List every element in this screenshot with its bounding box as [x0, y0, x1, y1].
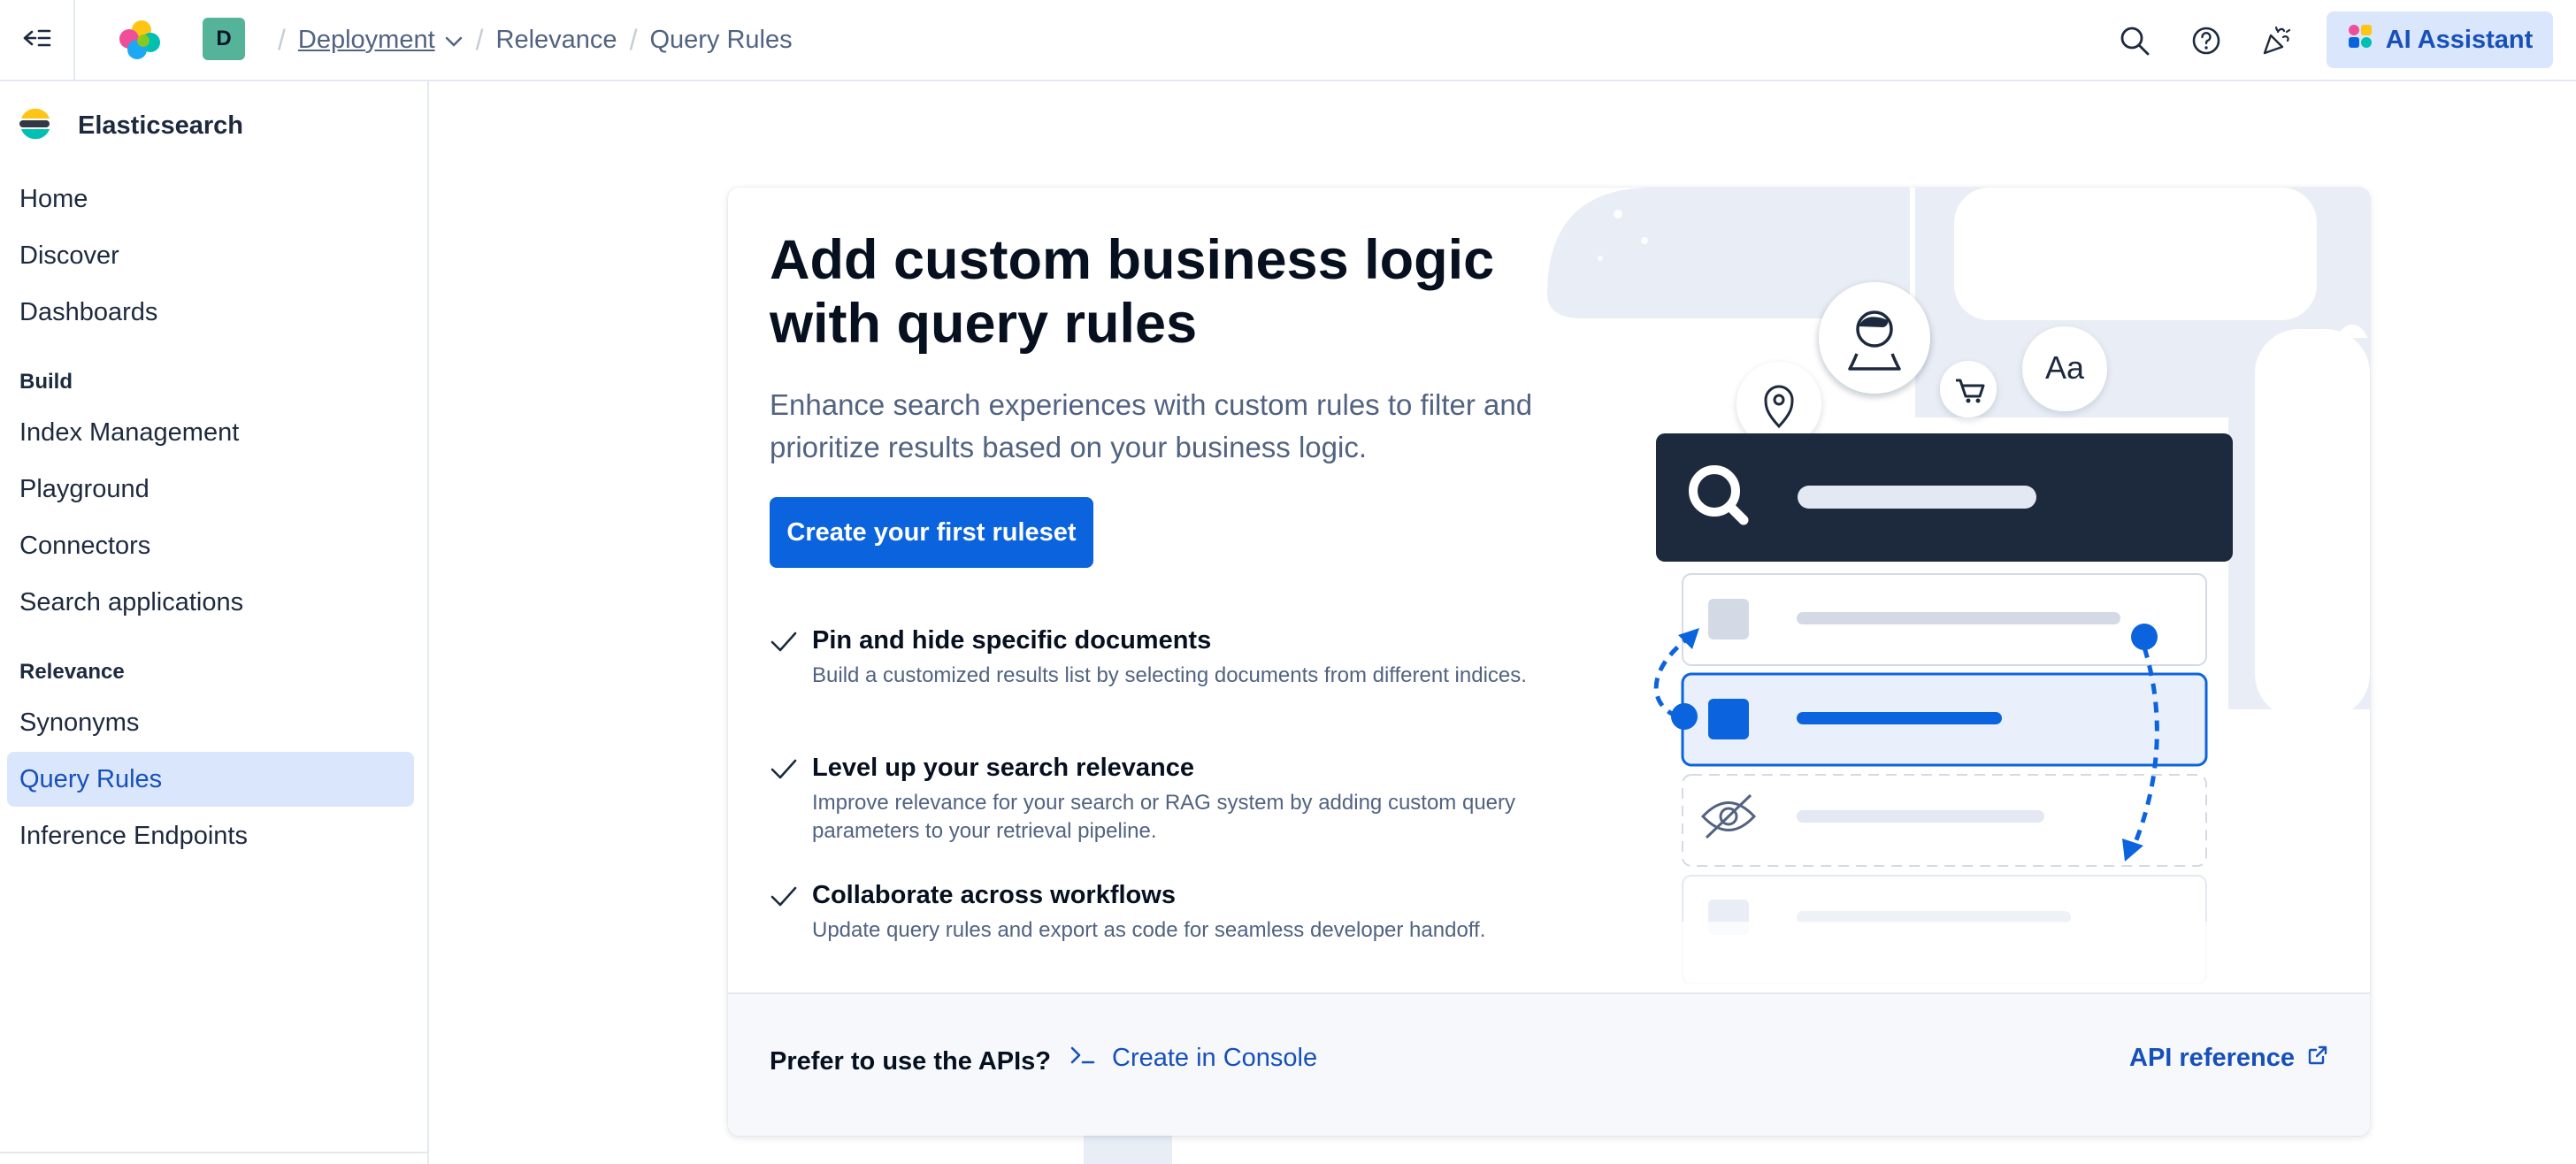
empty-state-card: Add custom business logic with query rul…: [728, 188, 2370, 1136]
breadcrumb-query-rules: Query Rules: [649, 25, 793, 54]
sidebar-item-connectors[interactable]: Connectors: [19, 531, 151, 560]
create-ruleset-button[interactable]: Create your first ruleset: [770, 497, 1093, 568]
ai-assistant-button[interactable]: AI Assistant: [2327, 11, 2553, 68]
sidebar-brand-name: Elasticsearch: [78, 111, 244, 140]
top-header: D / Deployment / Relevance / Query Rules…: [0, 0, 2576, 81]
sidebar-item-playground[interactable]: Playground: [19, 474, 150, 503]
sidebar-section-build: Build: [19, 370, 73, 394]
api-footer: Prefer to use the APIs? Create in Consol…: [728, 992, 2370, 1136]
check-icon: [770, 884, 798, 914]
check-icon: [770, 630, 798, 659]
side-nav: Elasticsearch Home Discover Dashboards B…: [0, 81, 429, 1164]
feature-description: Build a customized results list by selec…: [812, 663, 1527, 687]
console-icon: [1070, 1044, 1096, 1073]
elastic-logo-icon[interactable]: [115, 18, 165, 62]
create-in-console-link[interactable]: Create in Console: [1070, 1044, 1317, 1073]
breadcrumb-relevance[interactable]: Relevance: [495, 25, 617, 54]
breadcrumb-separator: /: [278, 23, 286, 56]
elasticsearch-logo-icon: [18, 106, 53, 146]
sidebar-item-dashboards[interactable]: Dashboards: [19, 297, 158, 326]
sidebar-divider: [0, 1152, 427, 1164]
page-subtitle: Enhance search experiences with custom r…: [770, 388, 1533, 463]
breadcrumb-separator: /: [629, 23, 638, 56]
feature-title: Pin and hide specific documents: [812, 626, 1212, 655]
sidebar-item-search-applications[interactable]: Search applications: [19, 587, 244, 616]
check-icon: [770, 757, 798, 786]
api-reference-label: API reference: [2129, 1044, 2295, 1072]
api-footer-label: Prefer to use the APIs?: [770, 1047, 1052, 1076]
breadcrumb-deployment[interactable]: Deployment: [297, 25, 435, 54]
sidebar-brand[interactable]: Elasticsearch: [18, 106, 243, 146]
feature-description: Improve relevance for your search or RAG…: [812, 791, 1515, 843]
sidebar-item-query-rules[interactable]: Query Rules: [7, 752, 414, 807]
feature-title: Level up your search relevance: [812, 754, 1194, 782]
breadcrumb: / Deployment / Relevance / Query Rules: [265, 0, 793, 80]
search-icon[interactable]: [2114, 20, 2155, 61]
help-icon[interactable]: [2186, 20, 2227, 61]
ai-assistant-label: AI Assistant: [2385, 25, 2534, 54]
breadcrumb-separator: /: [475, 23, 484, 56]
query-rules-illustration: Aa: [1547, 188, 2370, 984]
ai-assistant-logo-icon: [2347, 23, 2373, 57]
sidebar-section-relevance: Relevance: [19, 660, 125, 684]
sidebar-item-inference-endpoints[interactable]: Inference Endpoints: [19, 821, 248, 850]
api-reference-link[interactable]: API reference: [2129, 1044, 2328, 1073]
deployment-avatar[interactable]: D: [203, 18, 245, 60]
sidebar-item-discover[interactable]: Discover: [19, 241, 119, 270]
external-link-icon: [2307, 1044, 2328, 1073]
create-in-console-label: Create in Console: [1112, 1044, 1318, 1072]
sidebar-item-synonyms[interactable]: Synonyms: [19, 708, 140, 737]
menu-collapse-icon: [23, 26, 51, 55]
celebration-icon[interactable]: [2256, 20, 2296, 61]
feature-description: Update query rules and export as code fo…: [812, 918, 1486, 942]
sidebar-item-home[interactable]: Home: [19, 184, 88, 213]
sidebar-item-index-management[interactable]: Index Management: [19, 417, 240, 447]
chevron-down-icon[interactable]: [444, 26, 464, 55]
font-sample-text: Aa: [2045, 349, 2085, 386]
page-title: Add custom business logic with query rul…: [770, 229, 1495, 355]
menu-collapse-button[interactable]: [0, 0, 75, 80]
feature-title: Collaborate across workflows: [812, 881, 1176, 909]
